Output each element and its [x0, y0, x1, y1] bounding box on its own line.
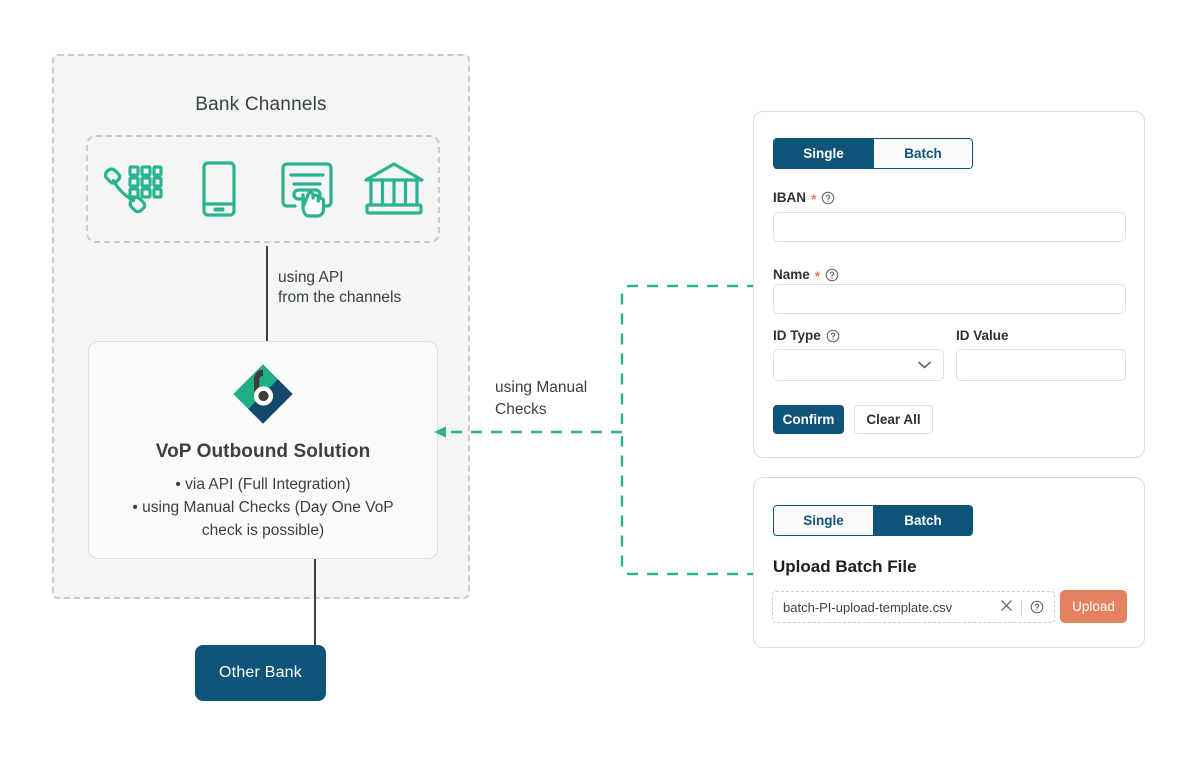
bank-channels-panel: Bank Channels: [52, 54, 470, 698]
vop-bullet-line-1: • via API (Full Integration): [175, 476, 351, 493]
iban-label: IBAN: [773, 190, 806, 205]
selected-file-name: batch-PI-upload-template.csv: [783, 599, 953, 615]
manual-checks-label: using Manual Checks: [495, 379, 588, 418]
tab-batch[interactable]: Batch: [873, 139, 972, 168]
help-circle-icon[interactable]: [826, 329, 840, 343]
vop-diamond-b-logo-icon: [89, 364, 437, 429]
bank-building-icon: [362, 159, 426, 219]
iban-input[interactable]: [773, 212, 1126, 242]
single-check-card: Single Batch IBAN * Name * ID Type: [753, 111, 1145, 458]
mobile-phone-icon: [187, 159, 251, 219]
phone-keypad-icon: [100, 159, 164, 219]
confirm-button[interactable]: Confirm: [773, 405, 844, 434]
iban-label-group: IBAN *: [773, 190, 835, 207]
help-circle-icon[interactable]: [1030, 600, 1044, 614]
api-flow-label: using API from the channels: [278, 269, 402, 306]
id-type-label: ID Type: [773, 328, 821, 343]
manual-checks-connector: [430, 275, 760, 585]
clear-all-button[interactable]: Clear All: [854, 405, 933, 434]
id-type-label-group: ID Type: [773, 328, 840, 343]
name-label: Name: [773, 267, 810, 282]
vop-bullet-line-3: check is possible): [201, 522, 325, 539]
id-value-label-group: ID Value: [956, 328, 1009, 343]
help-circle-icon[interactable]: [825, 268, 839, 282]
name-required-asterisk: *: [814, 267, 821, 284]
file-row-divider: [1021, 599, 1022, 615]
file-dropzone[interactable]: batch-PI-upload-template.csv: [772, 591, 1055, 623]
help-circle-icon[interactable]: [821, 191, 835, 205]
channel-icons-group: [86, 135, 440, 243]
name-input[interactable]: [773, 284, 1126, 314]
tab-single[interactable]: Single: [774, 506, 873, 535]
name-label-group: Name *: [773, 267, 839, 284]
tab-batch[interactable]: Batch: [873, 506, 972, 535]
single-card-tabs: Single Batch: [773, 138, 973, 169]
vop-card-title: VoP Outbound Solution: [155, 441, 371, 462]
tab-single[interactable]: Single: [774, 139, 873, 168]
upload-button[interactable]: Upload: [1060, 590, 1127, 623]
close-x-icon[interactable]: [1000, 599, 1013, 615]
online-form-click-icon: [275, 159, 339, 219]
id-value-label: ID Value: [956, 328, 1009, 343]
batch-card-tabs: Single Batch: [773, 505, 973, 536]
upload-batch-file-title: Upload Batch File: [773, 557, 917, 576]
other-bank-node: Other Bank: [195, 645, 326, 701]
iban-required-asterisk: *: [811, 190, 817, 207]
vop-outbound-solution-card: VoP Outbound Solution • via API (Full In…: [88, 341, 438, 559]
batch-upload-card: Single Batch Upload Batch File batch-PI-…: [753, 477, 1145, 648]
vop-bullet-line-2: • using Manual Checks (Day One VoP: [132, 499, 394, 516]
id-type-select[interactable]: [773, 349, 944, 381]
bank-channels-title: Bank Channels: [195, 94, 327, 115]
chevron-down-icon: [918, 356, 931, 374]
id-value-input[interactable]: [956, 349, 1126, 381]
vop-card-bullets: • via API (Full Integration) • using Man…: [103, 473, 423, 542]
